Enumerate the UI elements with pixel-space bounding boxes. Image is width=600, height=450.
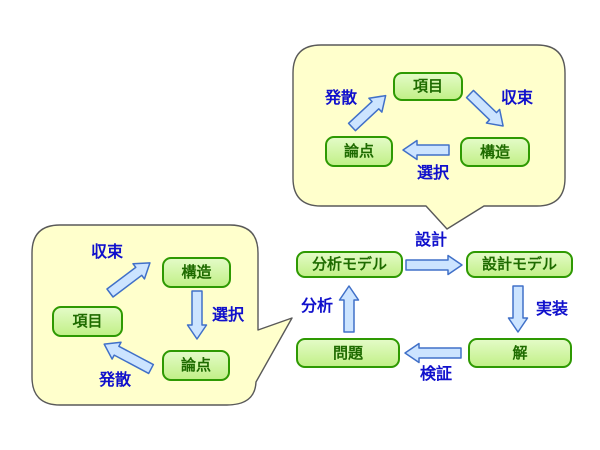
arrow-converge-left-bubble [106, 262, 151, 298]
node-solution: 解 [468, 338, 572, 368]
top-speech-bubble [292, 44, 566, 230]
top-bubble-label-diverge: 発散 [324, 88, 358, 107]
label-implement: 実装 [535, 299, 569, 318]
node-problem: 問題 [296, 338, 400, 368]
label-design: 設計 [414, 230, 448, 249]
arrow-select-left-bubble [186, 290, 208, 340]
left-bubble-node-issue: 論点 [162, 350, 230, 381]
arrow-diverge-top-bubble [347, 94, 387, 132]
left-bubble-label-diverge: 発散 [98, 370, 132, 389]
top-bubble-label-converge: 収束 [500, 88, 534, 107]
top-bubble-label-select: 選択 [416, 163, 450, 182]
left-bubble-node-item: 項目 [52, 306, 123, 337]
arrow-diverge-left-bubble [103, 341, 155, 375]
top-bubble-node-item: 項目 [393, 72, 463, 101]
label-verify: 検証 [419, 364, 453, 383]
top-bubble-node-structure: 構造 [460, 137, 530, 167]
arrow-select-top-bubble [402, 139, 450, 161]
arrow-implement [507, 285, 529, 333]
left-bubble-label-select: 選択 [211, 305, 245, 324]
left-bubble-node-structure: 構造 [162, 257, 231, 288]
left-bubble-label-converge: 収束 [90, 242, 124, 261]
node-design-model: 設計モデル [466, 251, 573, 278]
arrow-verify [404, 342, 462, 364]
top-bubble-node-issue: 論点 [325, 136, 393, 167]
label-analyze: 分析 [300, 296, 334, 315]
node-analysis-model: 分析モデル [296, 251, 403, 278]
arrow-converge-top-bubble [465, 89, 504, 127]
arrow-design [405, 254, 463, 276]
arrow-analyze [338, 285, 360, 333]
